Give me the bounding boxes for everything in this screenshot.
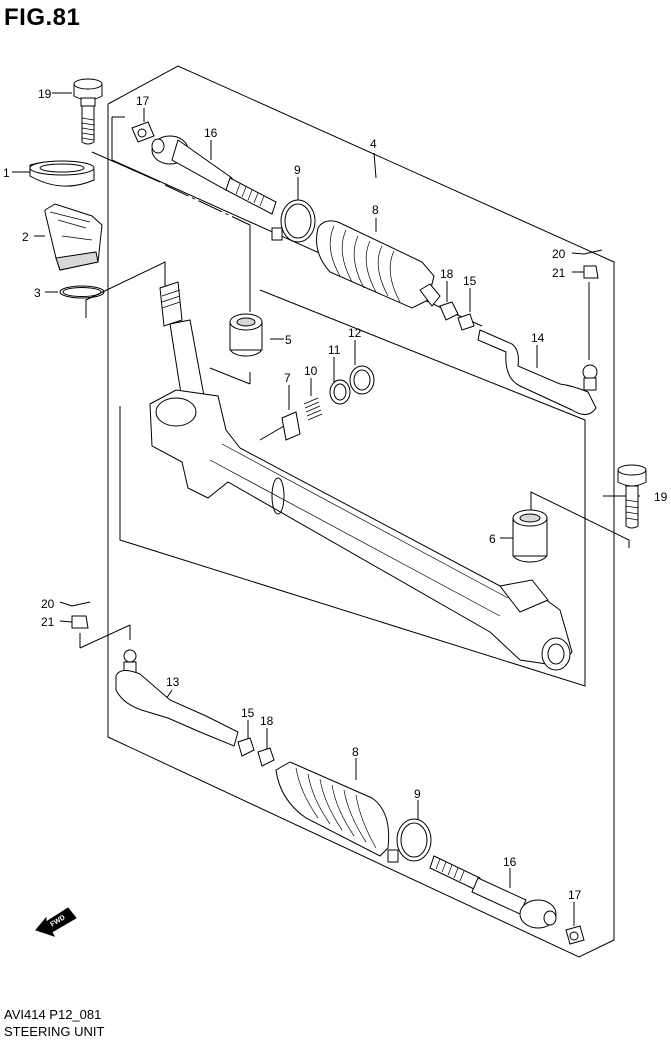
callout-3: 3	[34, 286, 41, 300]
callout-10: 10	[304, 364, 318, 378]
callout-16b: 16	[503, 855, 517, 869]
bolt-upper	[73, 78, 103, 145]
callout-5: 5	[285, 333, 292, 347]
adjust-plug-11	[329, 379, 351, 405]
callout-17a: 17	[136, 94, 150, 108]
callout-19b: 19	[654, 490, 668, 504]
diagram-name: STEERING UNIT	[4, 1024, 105, 1039]
o-ring	[59, 285, 105, 299]
castle-nut-lower	[71, 615, 89, 629]
pinion-shaft	[159, 281, 205, 401]
lock-washer-upper	[131, 121, 155, 143]
dust-cover	[44, 203, 103, 271]
mount-bushing-5	[229, 313, 263, 357]
forward-direction-badge: FWD	[35, 907, 77, 937]
castle-nut-upper	[583, 265, 599, 279]
callout-4: 4	[370, 137, 377, 151]
inner-tie-rod-upper	[151, 135, 277, 215]
callout-18b: 18	[260, 714, 274, 728]
callout-labels: 1 2 3 4 5 6 7 8 8 9 9 10 11 12 13 14 15 …	[3, 87, 668, 902]
callout-13: 13	[166, 675, 180, 689]
cotter-pin-upper	[583, 249, 603, 255]
lock-washer-lower	[565, 925, 585, 945]
callout-14: 14	[531, 331, 545, 345]
tie-rod-end-lower	[115, 649, 239, 747]
boot-clamp-upper	[271, 199, 316, 243]
steering-gear-housing	[149, 389, 573, 671]
callout-8a: 8	[372, 203, 379, 217]
diagram-footer: AVI414 P12_081 STEERING UNIT	[4, 1006, 104, 1040]
mount-bushing-6	[512, 509, 548, 563]
callout-11: 11	[328, 343, 341, 357]
callout-18a: 18	[440, 267, 454, 281]
callout-17b: 17	[568, 888, 582, 902]
lock-nut-12	[349, 365, 375, 395]
spring-10	[303, 397, 323, 421]
callout-20b: 20	[41, 597, 55, 611]
callout-1: 1	[3, 166, 10, 180]
diagram-code: AVI414 P12_081	[4, 1007, 102, 1022]
bolt-lower	[617, 464, 647, 529]
rack-boot-upper	[316, 220, 441, 309]
callout-9b: 9	[414, 787, 421, 801]
rack-guide-7	[281, 411, 301, 441]
callout-20a: 20	[552, 247, 566, 261]
callout-19a: 19	[38, 87, 52, 101]
tie-rod-end-upper	[477, 329, 598, 415]
cotter-pin-lower	[71, 601, 91, 607]
callout-7: 7	[284, 371, 291, 385]
assembly-frame	[107, 65, 615, 958]
nut-lower	[237, 737, 275, 767]
callout-15a: 15	[463, 274, 477, 288]
callout-8b: 8	[352, 745, 359, 759]
callout-16a: 16	[204, 126, 218, 140]
boot-clamp-lower	[387, 818, 432, 863]
figure-title: FIG.81	[4, 4, 81, 31]
nut-upper	[439, 301, 475, 331]
rack-boot-lower	[275, 761, 390, 857]
inner-tie-rod-lower	[429, 855, 557, 929]
callout-6: 6	[489, 532, 496, 546]
callout-9a: 9	[294, 163, 301, 177]
callout-15b: 15	[241, 706, 255, 720]
ring-part	[29, 160, 95, 187]
callout-21a: 21	[552, 266, 566, 280]
callout-21b: 21	[41, 615, 55, 629]
callout-12: 12	[348, 326, 362, 340]
callout-2: 2	[22, 230, 29, 244]
